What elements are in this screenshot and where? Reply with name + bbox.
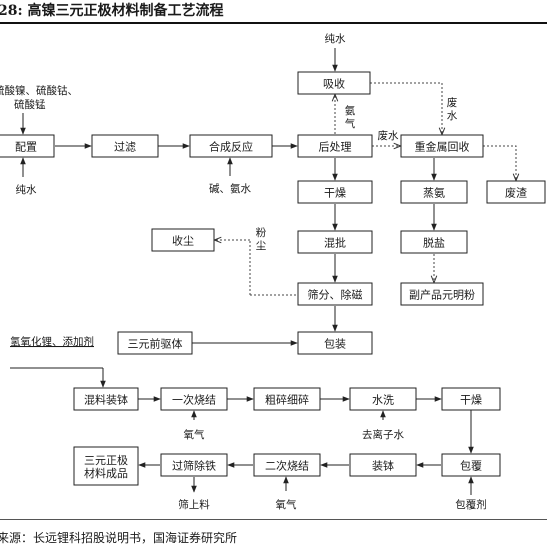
box-xishou: 吸收: [297, 71, 371, 95]
figure-title: 28: 高镍三元正极材料制备工艺流程: [0, 3, 224, 19]
label-qinghua: 氢氧化锂、添加剂: [10, 335, 94, 348]
box-label-houchuli: 后处理: [319, 141, 352, 154]
process-boxes: 配置过滤合成反应后处理吸收重金属回收废渣干燥蒸氨收尘混批脱盐筛分、除磁副产品元明…: [0, 71, 546, 486]
box-guolv: 过滤: [91, 134, 159, 158]
label-fenchen: 粉尘: [256, 226, 267, 252]
box-shuixi: 水洗: [349, 387, 417, 411]
flow-arrow-31: [370, 82, 442, 134]
source-note: 来源：长远锂科招股说明书，国海证券研究所: [0, 531, 238, 545]
box-label-guolv: 过滤: [114, 141, 136, 154]
label-jian_anshui: 碱、氨水: [209, 182, 251, 195]
box-label-hunpi: 混批: [324, 236, 346, 250]
box-label-qianquti: 三元前驱体: [128, 337, 183, 351]
box-label-zhuangbo: 装钵: [372, 459, 394, 473]
box-label-chengpin: 三元正极材料成品: [84, 453, 128, 480]
label-feishui_mid: 废水: [378, 129, 399, 142]
flow-arrows: [10, 48, 516, 495]
label-feishui_right: 废水: [447, 96, 458, 122]
box-label-baofu: 包覆: [460, 460, 482, 473]
box-peizhi: 配置: [0, 134, 55, 158]
box-cusui: 粗碎细碎: [253, 387, 321, 411]
box-yici: 一次烧结: [160, 387, 228, 411]
box-hunliao: 混料装钵: [73, 387, 139, 411]
label-chunshui_left: 纯水: [16, 183, 37, 196]
box-baofu: 包覆: [441, 453, 501, 477]
label-shaishang: 筛上料: [178, 498, 210, 511]
box-label-baozhuang: 包装: [324, 338, 346, 351]
box-label-xishou: 吸收: [323, 77, 345, 91]
box-label-feizha: 废渣: [505, 186, 527, 200]
flow-arrow-33: [483, 145, 516, 180]
source-divider: [0, 519, 547, 520]
box-label-peizhi: 配置: [15, 141, 37, 154]
label-raw_line1: 硫酸镍、硫酸钴、: [0, 84, 78, 97]
label-yangqi1: 氧气: [184, 428, 205, 441]
box-label-shuixi: 水洗: [372, 394, 394, 407]
box-guoshai: 过筛除铁: [160, 453, 228, 477]
box-label-guoshai: 过筛除铁: [172, 459, 216, 473]
box-label-hunliao: 混料装钵: [84, 393, 128, 407]
box-baozhuang: 包装: [297, 331, 373, 355]
box-qianquti: 三元前驱体: [117, 331, 193, 355]
title-bar: 28: 高镍三元正极材料制备工艺流程: [0, 0, 547, 24]
box-ganzao1: 干燥: [297, 180, 373, 204]
box-label-zhongjinshu: 重金属回收: [415, 140, 470, 154]
box-label-tuoyan: 脱盐: [423, 236, 445, 250]
box-label-shaifen: 筛分、除磁: [308, 288, 363, 302]
label-yangqi2: 氧气: [276, 498, 297, 511]
box-chengpin: 三元正极材料成品: [73, 446, 139, 486]
box-hunpi: 混批: [297, 230, 373, 254]
box-zhongjinshu: 重金属回收: [400, 134, 484, 158]
process-flow-diagram: 配置过滤合成反应后处理吸收重金属回收废渣干燥蒸氨收尘混批脱盐筛分、除磁副产品元明…: [0, 32, 546, 511]
box-label-hecheng: 合成反应: [209, 140, 253, 154]
label-anqi: 氨气: [345, 104, 356, 130]
box-tuoyan: 脱盐: [400, 230, 468, 254]
box-label-yici: 一次烧结: [172, 393, 216, 407]
label-quli: 去离子水: [362, 428, 404, 441]
box-label-fuchanpin: 副产品元明粉: [409, 288, 475, 302]
box-label-ganzao2: 干燥: [460, 394, 482, 407]
box-label-shouchen: 收尘: [172, 234, 194, 248]
box-erci: 二次烧结: [253, 453, 321, 477]
box-label-erci: 二次烧结: [265, 459, 309, 473]
box-hecheng: 合成反应: [189, 134, 273, 158]
box-label-zhengan: 蒸氨: [423, 187, 445, 200]
box-fuchanpin: 副产品元明粉: [400, 282, 484, 306]
annotation-labels: 纯水硫酸镍、硫酸钴、硫酸锰纯水碱、氨水氨气废水废水粉尘氢氧化锂、添加剂氧气去离子…: [0, 32, 487, 511]
box-ganzao2: 干燥: [441, 387, 501, 411]
box-shouchen: 收尘: [151, 228, 215, 252]
label-chunshui_top: 纯水: [325, 32, 346, 45]
box-zhengan: 蒸氨: [400, 180, 468, 204]
box-label-ganzao1: 干燥: [324, 187, 346, 200]
box-zhuangbo: 装钵: [349, 453, 417, 477]
label-raw_line2: 硫酸锰: [14, 98, 46, 111]
label-baofuji: 包覆剂: [455, 498, 487, 511]
box-shaifen: 筛分、除磁: [297, 282, 373, 306]
box-houchuli: 后处理: [297, 134, 373, 158]
box-feizha: 废渣: [486, 180, 546, 204]
box-label-cusui: 粗碎细碎: [265, 393, 309, 407]
